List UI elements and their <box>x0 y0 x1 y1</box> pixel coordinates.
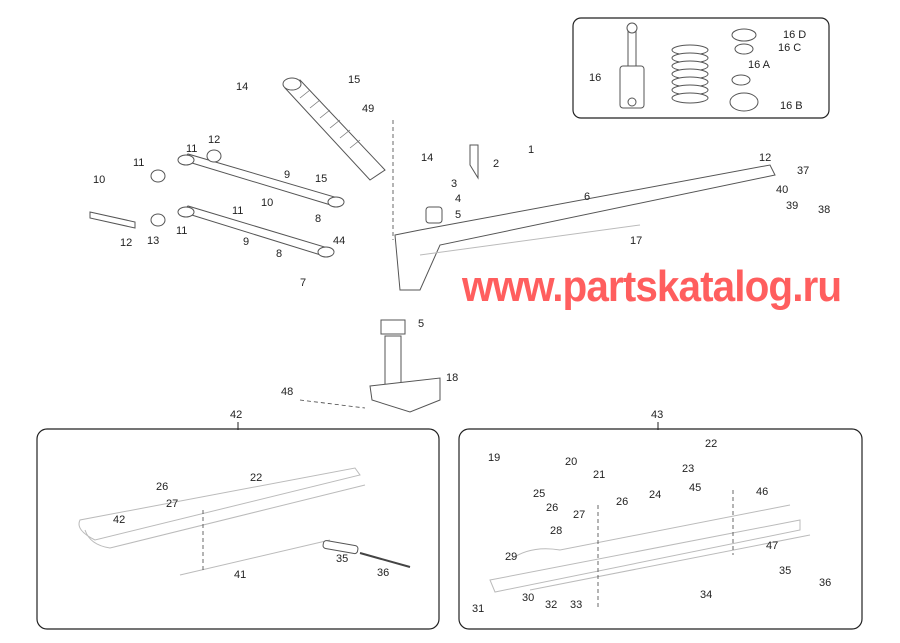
part-callout: 11 <box>232 205 243 217</box>
upper-a-arm <box>150 149 345 208</box>
part-callout: 11 <box>133 157 144 169</box>
part-callout: 34 <box>700 589 712 601</box>
part-callout: 27 <box>573 509 585 521</box>
watermark: www.partskatalog.ru <box>462 262 842 311</box>
part-callout: 35 <box>336 553 348 565</box>
part-callout: 16 D <box>783 29 806 41</box>
part-callout: 42 <box>230 409 242 421</box>
part-callout: 18 <box>446 372 458 384</box>
shock-absorber-detail <box>619 22 645 109</box>
part-callout: 11 <box>176 225 187 237</box>
part-callout: 7 <box>300 277 306 289</box>
part-callout: 27 <box>166 498 178 510</box>
part-callout: 26 <box>616 496 628 508</box>
lower-a-arm <box>89 205 335 258</box>
part-callout: 16 C <box>778 42 801 54</box>
part-callout: 42 <box>113 514 125 526</box>
part-callout: 12 <box>208 134 220 146</box>
part-callout: 2 <box>493 158 499 170</box>
part-callout: 17 <box>630 235 642 247</box>
front-shock <box>282 77 386 181</box>
part-callout: 4 <box>455 193 461 205</box>
part-callout: 46 <box>756 486 768 498</box>
part-callout: 32 <box>545 599 557 611</box>
part-callout: 22 <box>705 438 717 450</box>
right-ski-panel <box>458 428 863 630</box>
part-callout: 36 <box>377 567 389 579</box>
part-callout: 49 <box>362 103 374 115</box>
part-callout: 39 <box>786 200 798 212</box>
part-callout: 10 <box>261 197 273 209</box>
ski-left <box>78 467 411 576</box>
part-callout: 15 <box>315 173 327 185</box>
part-callout: 41 <box>234 569 246 581</box>
part-callout: 12 <box>120 237 132 249</box>
part-callout: 19 <box>488 452 500 464</box>
part-callout: 13 <box>147 235 159 247</box>
left-ski-panel <box>36 428 440 630</box>
part-callout: 47 <box>766 540 778 552</box>
spring-detail <box>671 44 709 104</box>
part-callout: 16 A <box>748 59 771 71</box>
part-callout: 9 <box>284 169 290 181</box>
part-callout: 26 <box>546 502 558 514</box>
part-callout: 16 <box>589 72 601 84</box>
part-callout: 40 <box>776 184 788 196</box>
part-callout: 24 <box>649 489 661 501</box>
part-callout: 15 <box>348 74 360 86</box>
part-callout: 12 <box>759 152 771 164</box>
part-callout: 36 <box>819 577 831 589</box>
part-callout: 26 <box>156 481 168 493</box>
part-callout: 48 <box>281 386 293 398</box>
part-callout: 22 <box>250 472 262 484</box>
part-callout: 31 <box>472 603 484 615</box>
ski-right <box>489 490 811 610</box>
part-callout: 30 <box>522 592 534 604</box>
part-callout: 5 <box>455 209 461 221</box>
part-callout: 37 <box>797 165 809 177</box>
part-callout: 10 <box>93 174 105 186</box>
spindle <box>369 319 441 413</box>
part-callout: 25 <box>533 488 545 500</box>
part-callout: 16 B <box>780 100 803 112</box>
part-callout: 8 <box>315 213 321 225</box>
part-callout: 6 <box>584 191 590 203</box>
spring-seats-detail <box>729 28 759 112</box>
part-callout: 1 <box>528 144 534 156</box>
part-callout: 28 <box>550 525 562 537</box>
part-callout: 9 <box>243 236 249 248</box>
part-callout: 29 <box>505 551 517 563</box>
part-callout: 33 <box>570 599 582 611</box>
part-callout: 23 <box>682 463 694 475</box>
part-callout: 43 <box>651 409 663 421</box>
part-callout: 14 <box>236 81 248 93</box>
part-callout: 5 <box>418 318 424 330</box>
part-callout: 45 <box>689 482 701 494</box>
front-frame <box>394 144 776 291</box>
part-callout: 8 <box>276 248 282 260</box>
part-callout: 3 <box>451 178 457 190</box>
part-callout: 14 <box>421 152 433 164</box>
part-callout: 20 <box>565 456 577 468</box>
part-callout: 38 <box>818 204 830 216</box>
part-callout: 35 <box>779 565 791 577</box>
part-callout: 21 <box>593 469 605 481</box>
part-callout: 11 <box>186 143 197 155</box>
part-callout: 44 <box>333 235 345 247</box>
